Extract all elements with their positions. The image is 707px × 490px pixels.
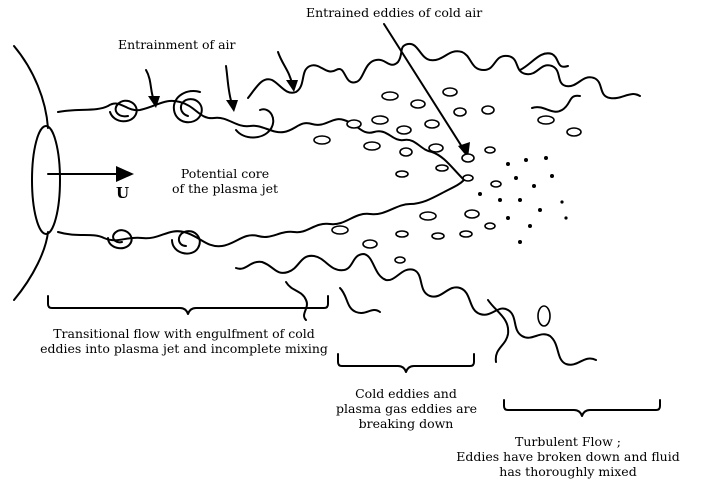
velocity-arrow-head (116, 166, 134, 182)
nozzle-lower-lip (14, 232, 48, 300)
entrainment-arrowhead-3 (286, 80, 298, 92)
label-entrainment: Entrainment of air (118, 37, 236, 52)
label-turbulent-line-2: Eddies have broken down and fluid (452, 449, 684, 464)
upper-right-fringe (532, 96, 580, 112)
label-transitional-line-1: Transitional flow with engulfment of col… (24, 326, 344, 341)
lower-fringe-2 (340, 288, 380, 313)
bracket-breaking-down (338, 354, 474, 372)
label-breaking-line-1: Cold eddies and (336, 386, 476, 401)
bracket-turbulent (504, 400, 660, 416)
label-breaking-line-3: breaking down (336, 416, 476, 431)
nozzle-upper-lip (14, 46, 48, 128)
lower-fringe-1 (286, 282, 307, 320)
entrainment-arrow-3 (278, 52, 292, 84)
label-entrained-eddies: Entrained eddies of cold air (306, 5, 482, 20)
label-potential-core-line-2: of the plasma jet (170, 181, 280, 196)
label-potential-core: Potential core of the plasma jet (170, 166, 280, 196)
bracket-transitional (48, 296, 328, 314)
label-turbulent-line-1: Turbulent Flow ; (452, 434, 684, 449)
label-turbulent-flow: Turbulent Flow ; Eddies have broken down… (452, 434, 684, 479)
label-transitional-flow: Transitional flow with engulfment of col… (24, 326, 344, 356)
entrainment-arrow-1 (146, 70, 154, 100)
label-turbulent-line-3: has thoroughly mixed (452, 464, 684, 479)
upper-vortex-2 (174, 91, 202, 122)
label-velocity-u: U (116, 186, 129, 201)
nozzle-exit-ellipse (32, 126, 60, 234)
entrained-eddies-pointer (384, 24, 464, 150)
entrainment-arrowhead-2 (226, 100, 238, 112)
label-potential-core-line-1: Potential core (170, 166, 280, 181)
label-transitional-line-2: eddies into plasma jet and incomplete mi… (24, 341, 344, 356)
upper-vortex-3 (236, 109, 273, 137)
lower-vortex-2 (172, 231, 200, 253)
label-breaking-line-2: plasma gas eddies are (336, 401, 476, 416)
label-breaking-down: Cold eddies and plasma gas eddies are br… (336, 386, 476, 431)
entrainment-arrow-2 (226, 66, 232, 104)
upper-fringe (520, 53, 568, 70)
eddy-dots (478, 156, 568, 244)
